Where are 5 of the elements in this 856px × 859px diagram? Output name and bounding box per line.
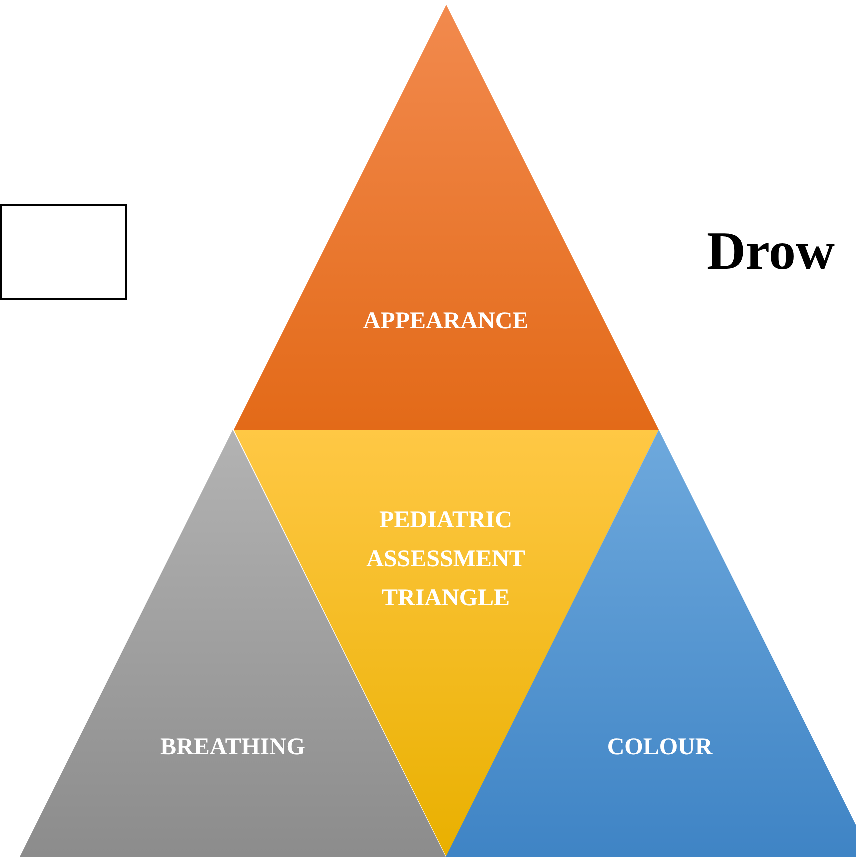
heading-text: Drow — [707, 220, 835, 282]
segment-label: APPEARANCE — [362, 308, 530, 336]
segment-label: BREATHING — [160, 734, 306, 762]
segment-label: COLOUR — [606, 734, 714, 762]
segment-label: PEDIATRIC ASSESSMENT TRIANGLE — [366, 506, 526, 614]
